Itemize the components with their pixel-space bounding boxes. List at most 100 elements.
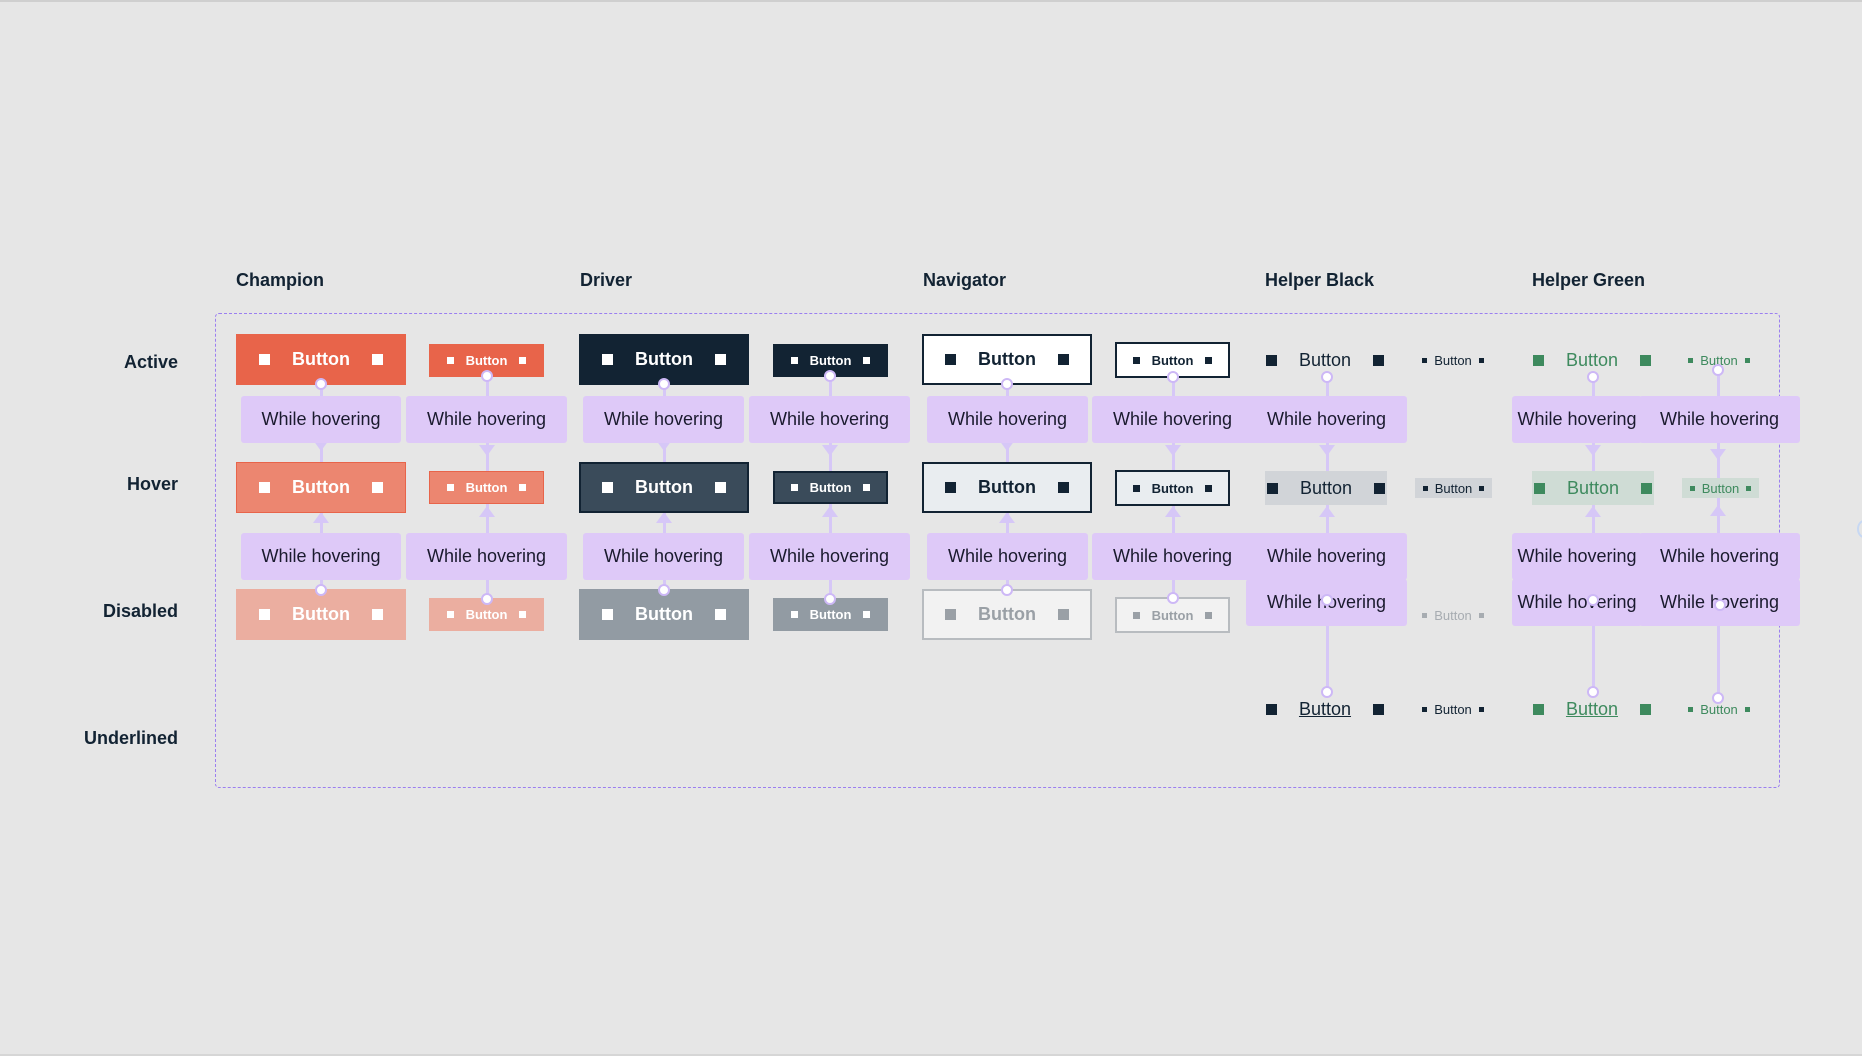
leading-square-icon <box>446 357 454 364</box>
connector-dot[interactable] <box>1321 686 1333 698</box>
connector-dot[interactable] <box>1714 599 1726 611</box>
helper-black-small-underlined-button[interactable]: Button <box>1413 697 1493 721</box>
while-hovering-note[interactable]: While hovering <box>1512 533 1642 580</box>
while-hovering-note[interactable]: While hovering <box>406 396 567 443</box>
row-label-hover: Hover <box>126 474 178 494</box>
arrow-up-icon <box>1165 506 1181 517</box>
helper-black-small-hover-button[interactable]: Button <box>1415 478 1492 498</box>
driver-large-disabled-button: Button <box>579 589 749 640</box>
helper-green-large-active-button[interactable]: Button <box>1532 343 1652 377</box>
row-label-underlined: Underlined <box>83 728 178 748</box>
trailing-square-icon <box>1374 482 1386 494</box>
arrow-up-icon <box>1710 505 1726 516</box>
trailing-square-icon <box>1373 703 1385 715</box>
connector-dot[interactable] <box>315 378 327 390</box>
helper-green-large-hover-button[interactable]: Button <box>1532 471 1654 505</box>
connector-dot[interactable] <box>1001 584 1013 596</box>
leading-square-icon <box>1422 357 1428 363</box>
navigator-large-hover-button[interactable]: Button <box>922 462 1092 513</box>
trailing-square-icon <box>863 484 871 491</box>
connector-dot[interactable] <box>824 593 836 605</box>
driver-small-hover-button[interactable]: Button <box>773 471 888 504</box>
connector-dot[interactable] <box>1712 364 1724 376</box>
while-hovering-note[interactable]: While hovering <box>1092 396 1253 443</box>
connector-dot[interactable] <box>1712 692 1724 704</box>
while-hovering-note[interactable]: While hovering <box>1512 396 1642 443</box>
arrow-up-icon <box>1319 506 1335 517</box>
leading-square-icon <box>446 611 454 618</box>
champion-large-active-button[interactable]: Button <box>236 334 406 385</box>
trailing-square-icon <box>714 354 726 365</box>
trailing-square-icon <box>519 484 527 491</box>
while-hovering-note[interactable]: While hovering <box>241 533 401 580</box>
trailing-square-icon <box>1640 703 1652 715</box>
trailing-square-icon <box>371 482 383 493</box>
connector-dot[interactable] <box>315 584 327 596</box>
while-hovering-note[interactable]: While hovering <box>1639 533 1800 580</box>
arrow-down-icon <box>999 440 1015 451</box>
leading-square-icon <box>259 609 270 620</box>
arrow-up-icon <box>999 512 1015 523</box>
helper-black-large-active-button[interactable]: Button <box>1265 343 1385 377</box>
offscreen-handle <box>1857 520 1862 538</box>
connector-dot[interactable] <box>658 584 670 596</box>
trailing-square-icon <box>1478 706 1484 712</box>
helper-green-large-underlined-button[interactable]: Button <box>1532 692 1652 726</box>
trailing-square-icon <box>519 357 527 364</box>
helper-green-small-active-button[interactable]: Button <box>1679 348 1759 372</box>
canvas-bottom-edge <box>0 1054 1862 1056</box>
connector-dot[interactable] <box>1321 371 1333 383</box>
arrow-down-icon <box>822 445 838 456</box>
connector-dot[interactable] <box>1587 371 1599 383</box>
connector-dot[interactable] <box>481 593 493 605</box>
helper-green-small-underlined-button[interactable]: Button <box>1679 697 1759 721</box>
leading-square-icon <box>1422 706 1428 712</box>
connector-dot[interactable] <box>1167 592 1179 604</box>
while-hovering-note[interactable]: While hovering <box>927 396 1088 443</box>
leading-square-icon <box>602 482 613 493</box>
while-hovering-note[interactable]: While hovering <box>583 396 744 443</box>
leading-square-icon <box>1688 706 1694 712</box>
while-hovering-note[interactable]: While hovering <box>241 396 401 443</box>
leading-square-icon <box>1689 485 1695 491</box>
while-hovering-note[interactable]: While hovering <box>749 533 910 580</box>
connector-dot[interactable] <box>481 370 493 382</box>
while-hovering-note[interactable]: While hovering <box>1246 396 1407 443</box>
champion-small-hover-button[interactable]: Button <box>429 471 544 504</box>
trailing-square-icon <box>1057 609 1069 620</box>
connector-dot[interactable] <box>1321 594 1333 606</box>
champion-large-hover-button[interactable]: Button <box>236 462 406 513</box>
connector-dot[interactable] <box>1001 378 1013 390</box>
trailing-square-icon <box>1205 611 1213 619</box>
connector-dot[interactable] <box>658 378 670 390</box>
connector-dot[interactable] <box>824 370 836 382</box>
while-hovering-note[interactable]: While hovering <box>1092 533 1253 580</box>
connector-dot[interactable] <box>1167 371 1179 383</box>
helper-black-large-underlined-button[interactable]: Button <box>1265 692 1385 726</box>
while-hovering-note[interactable]: While hovering <box>1246 533 1407 580</box>
leading-square-icon <box>1132 611 1140 619</box>
while-hovering-note[interactable]: While hovering <box>749 396 910 443</box>
helper-green-small-hover-button[interactable]: Button <box>1682 478 1759 498</box>
while-hovering-note[interactable]: While hovering <box>583 533 744 580</box>
while-hovering-note[interactable]: While hovering <box>1639 396 1800 443</box>
navigator-large-active-button[interactable]: Button <box>922 334 1092 385</box>
while-hovering-note[interactable]: While hovering <box>927 533 1088 580</box>
trailing-square-icon <box>1640 354 1652 366</box>
leading-square-icon <box>1533 482 1545 494</box>
trailing-square-icon <box>1641 482 1653 494</box>
arrow-down-icon <box>1319 445 1335 456</box>
while-hovering-note[interactable]: While hovering <box>1512 579 1642 626</box>
while-hovering-note[interactable]: While hovering <box>406 533 567 580</box>
leading-square-icon <box>790 357 798 364</box>
helper-black-small-active-button[interactable]: Button <box>1413 348 1493 372</box>
trailing-square-icon <box>1478 357 1484 363</box>
helper-black-large-hover-button[interactable]: Button <box>1265 471 1387 505</box>
champion-small-disabled-button: Button <box>429 598 544 631</box>
connector-dot[interactable] <box>1587 686 1599 698</box>
driver-large-active-button[interactable]: Button <box>579 334 749 385</box>
connector-dot[interactable] <box>1587 594 1599 606</box>
navigator-small-hover-button[interactable]: Button <box>1115 470 1230 506</box>
arrow-down-icon <box>479 445 495 456</box>
driver-large-hover-button[interactable]: Button <box>579 462 749 513</box>
